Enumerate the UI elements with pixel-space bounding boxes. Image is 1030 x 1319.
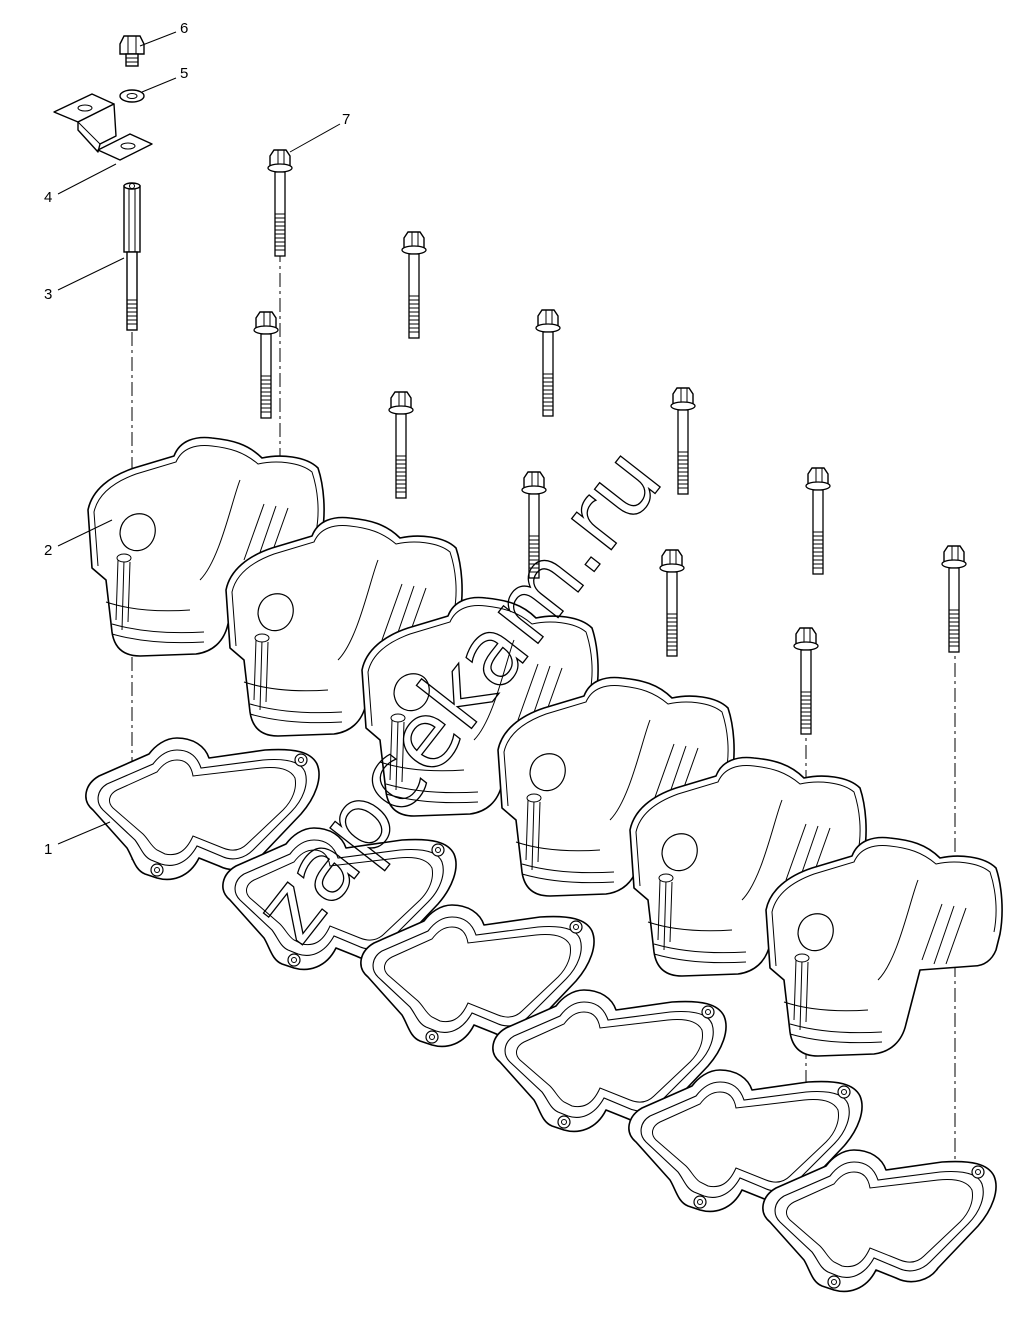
callout-2: 2 — [44, 542, 52, 559]
flange-bolt-11 — [793, 627, 819, 735]
leader-lines — [57, 31, 341, 845]
callout-3: 3 — [44, 286, 52, 303]
flange-bolt-4 — [535, 309, 561, 417]
flange-bolt-5 — [388, 391, 414, 499]
stud-spacer — [123, 182, 141, 331]
flange-bolt-1 — [267, 149, 293, 257]
callout-1: 1 — [44, 841, 52, 858]
flange-bolt-8 — [805, 467, 831, 575]
mounting-bracket — [53, 93, 153, 161]
flange-bolt-10 — [941, 545, 967, 653]
flange-bolt-6 — [670, 387, 696, 495]
flange-bolt-3 — [253, 311, 279, 419]
flange-bolt-9 — [659, 549, 685, 657]
washer — [119, 89, 145, 103]
hex-bolt — [119, 35, 145, 67]
callout-6: 6 — [180, 20, 188, 37]
callout-4: 4 — [44, 189, 52, 206]
callout-5: 5 — [180, 65, 188, 82]
flange-bolt-2 — [401, 231, 427, 339]
callout-7: 7 — [342, 111, 350, 128]
callouts: 1 2 3 4 5 6 7 — [44, 20, 350, 858]
